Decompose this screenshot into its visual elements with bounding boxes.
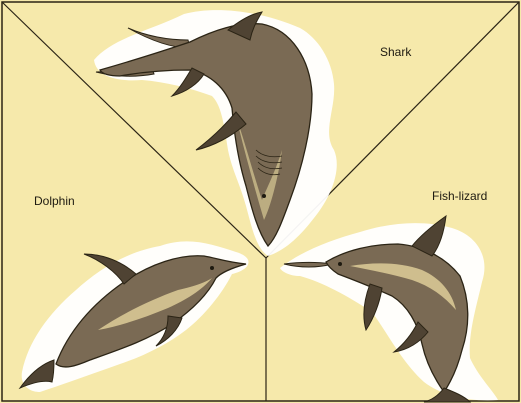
shark-label: Shark — [380, 46, 411, 58]
ichthyosaur-eye — [338, 262, 342, 266]
shark-eye — [262, 194, 266, 198]
ichthyosaur-illustration — [280, 216, 498, 402]
dolphin-eye — [210, 266, 214, 270]
fish-lizard-label: Fish-lizard — [432, 190, 487, 202]
dolphin-label: Dolphin — [34, 195, 75, 207]
dolphin-illustration — [20, 241, 248, 392]
shark-illustration — [94, 10, 337, 256]
